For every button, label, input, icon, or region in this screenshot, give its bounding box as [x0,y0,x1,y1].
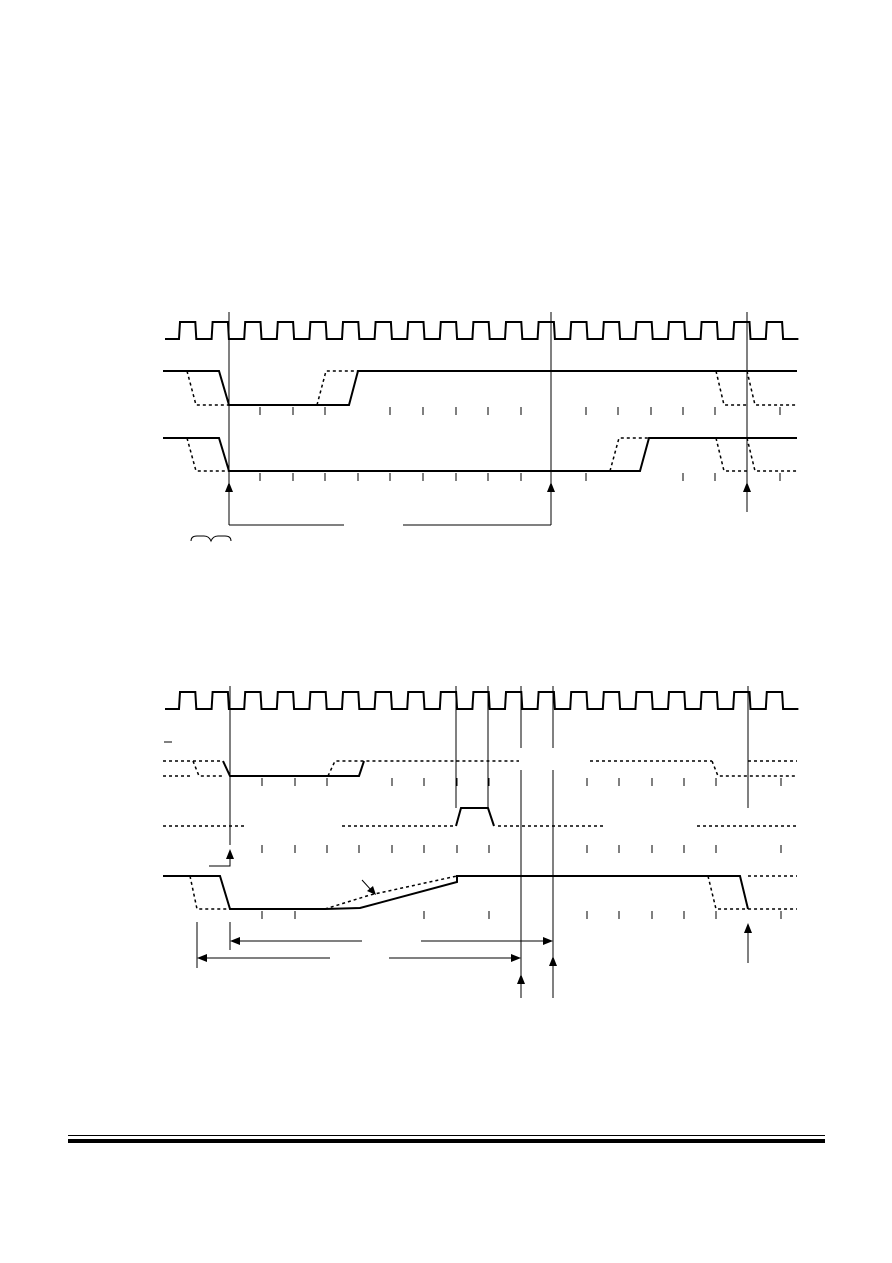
signal-d-ticks [261,845,782,853]
signal-a-waveform [163,370,797,406]
clock-path [165,691,799,710]
brace [190,535,232,543]
footer-rule-thin [68,1135,825,1136]
signal-e-dashed-early [189,875,230,910]
signal-e-waveform [163,875,749,910]
signal-a-dashed-early [186,370,229,406]
signal-c-dashed-mid [327,760,712,777]
arrowhead [226,849,234,859]
signal-b-waveform [163,437,797,472]
clock-waveform-1 [165,321,799,340]
arrowhead [744,923,752,933]
signal-a-dashed-end [715,370,797,406]
signal-b-dashed-end [715,437,797,472]
hook-arrow [209,853,231,867]
arrowhead [517,974,525,984]
arrowhead [549,956,557,966]
arrowhead [543,937,553,945]
signal-e-ticks [261,911,782,919]
arrowhead [547,482,555,492]
clock-path [165,321,799,340]
signal-b-dashed-early [186,437,229,472]
arrowhead [230,937,240,945]
arrowhead [225,482,233,492]
signal-e-dashed-end [707,875,797,910]
arrowhead [197,954,207,962]
signal-c-ticks [261,778,782,786]
arrowhead [367,886,376,895]
timing-diagram-2 [163,686,799,998]
arrowhead [743,482,751,492]
clock-waveform-2 [165,691,799,710]
signal-a-dashed-late [316,370,358,406]
signal-d-pulse [455,807,495,827]
signal-c-dashed-end [711,760,797,777]
signal-c-dashed-early [192,760,222,777]
signal-e-dashed-slope [324,875,458,910]
footer-rule-thick [68,1139,825,1143]
signal-a-ticks [259,407,781,415]
timing-diagram-1 [163,312,799,543]
signal-c-waveform [222,760,365,777]
arrowhead [511,954,521,962]
signal-c-dashed-left [163,760,221,777]
signal-b-dashed-mid [609,437,649,472]
signal-b-ticks [259,473,781,481]
